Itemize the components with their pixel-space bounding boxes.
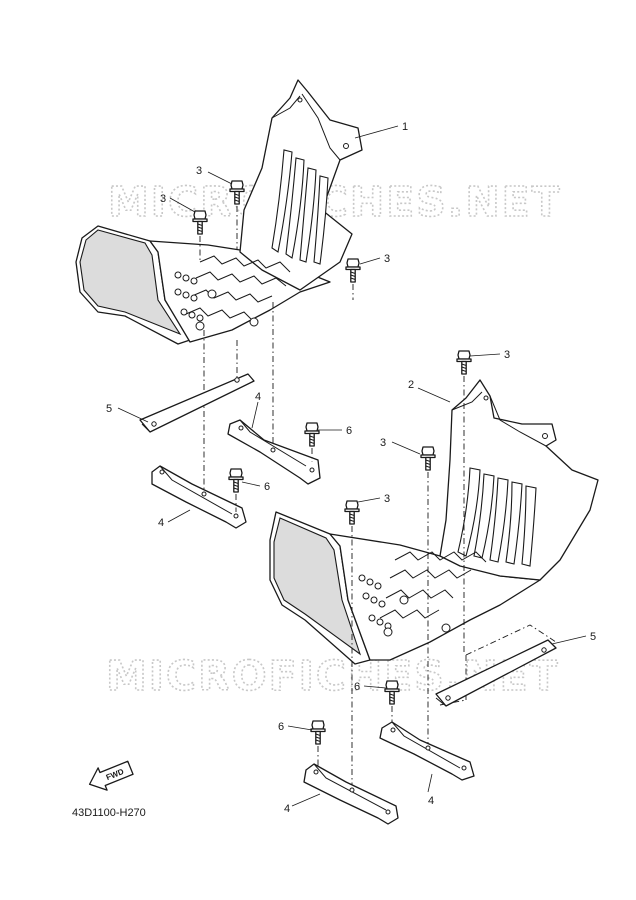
leader-line	[117, 407, 149, 423]
watermark-top: MICROFICHES.NET	[108, 178, 562, 226]
callout-3: 3	[384, 493, 390, 505]
leader-line	[469, 353, 501, 357]
bolt-3-lower-c	[344, 500, 360, 525]
leader-line	[391, 441, 421, 455]
leader-line	[291, 793, 321, 807]
callout-4: 4	[158, 517, 164, 529]
callout-4: 4	[255, 391, 261, 403]
bolt-6-lower-left	[310, 720, 326, 745]
callout-4: 4	[428, 795, 434, 807]
callout-5: 5	[106, 403, 112, 415]
fwd-arrow-icon: FWD	[88, 760, 134, 791]
leader-line	[359, 257, 381, 265]
bolt-6-upper-left	[228, 468, 244, 493]
callout-1: 1	[402, 121, 408, 133]
leader-line	[169, 197, 196, 213]
callout-3: 3	[380, 437, 386, 449]
footrest-guard-1	[75, 79, 363, 345]
callout-3: 3	[160, 193, 166, 205]
bracket-4-lower-right	[379, 721, 475, 781]
callout-6: 6	[278, 721, 284, 733]
bracket-5-lower	[435, 639, 557, 707]
leader-line	[551, 635, 587, 645]
leader-line	[167, 509, 191, 523]
callout-2: 2	[408, 379, 414, 391]
leader-line	[251, 401, 259, 429]
bolt-3-lower-b	[420, 446, 436, 471]
footrest-guard-2	[269, 379, 599, 665]
bracket-4-upper-right	[227, 419, 321, 485]
leader-line	[354, 125, 399, 139]
bracket-4-lower-left	[303, 763, 399, 825]
bolt-6-upper-right	[304, 422, 320, 447]
callout-3: 3	[504, 349, 510, 361]
callout-6: 6	[264, 481, 270, 493]
diagram-code: 43D1100-H270	[72, 807, 146, 819]
leader-line	[357, 497, 381, 503]
leader-line	[427, 773, 433, 793]
leader-line	[241, 481, 261, 487]
bracket-4-upper-left	[151, 465, 247, 529]
callout-6: 6	[354, 681, 360, 693]
callout-3: 3	[384, 253, 390, 265]
leader-line	[207, 171, 233, 185]
callout-3: 3	[196, 165, 202, 177]
bracket-5-upper	[139, 373, 255, 433]
leader-line	[363, 685, 387, 689]
leader-line	[287, 725, 313, 731]
leader-line	[417, 387, 451, 403]
callout-4: 4	[284, 803, 290, 815]
callout-5: 5	[590, 631, 596, 643]
bolt-3-upper-c	[345, 258, 361, 283]
callout-6: 6	[346, 425, 352, 437]
bolt-3-lower-a	[456, 350, 472, 375]
